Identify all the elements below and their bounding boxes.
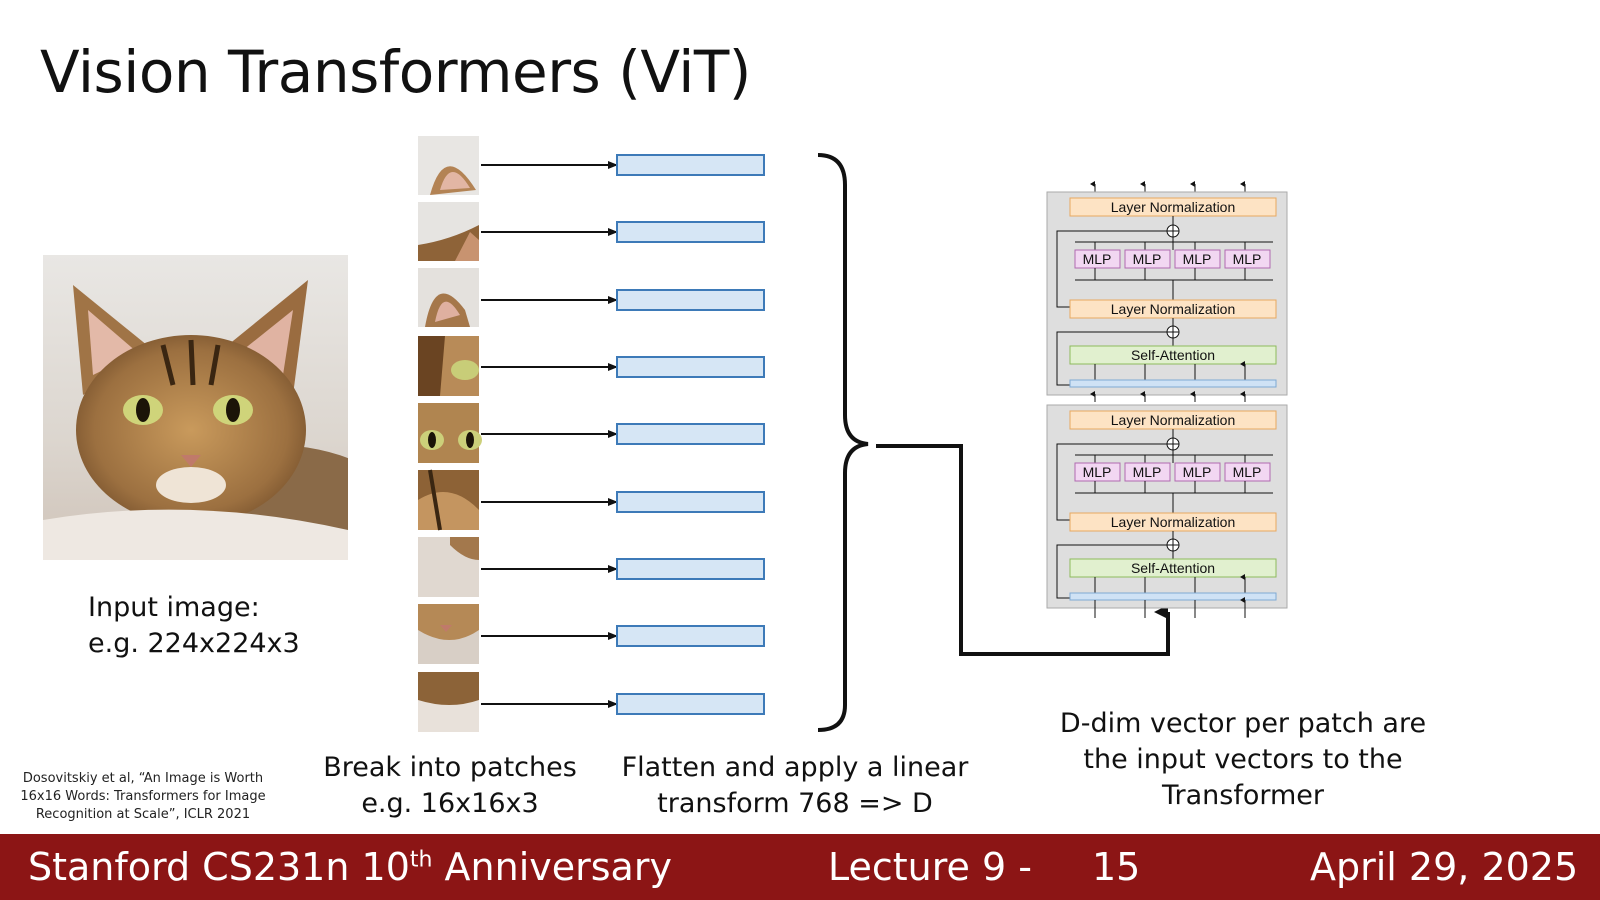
patch-vector-6 <box>616 491 765 513</box>
mlp-1-3 <box>1174 249 1221 269</box>
patch-4 <box>418 336 479 396</box>
patches-caption-line-1: Break into patches <box>323 752 577 783</box>
right-curly-brace-icon <box>817 153 869 732</box>
patch-8 <box>418 604 479 664</box>
footer-date: April 29, 2025 <box>1310 845 1579 889</box>
citation-line-1: Dosovitskiy et al, “An Image is Worth <box>22 771 264 786</box>
citation: Dosovitskiy et al, “An Image is Worth 16… <box>18 770 268 824</box>
mlp-2-1 <box>1074 462 1121 482</box>
encoder-block-2: Layer Normalization MLP MLP MLP MLP Laye… <box>1046 404 1288 618</box>
flatten-caption: Flatten and apply a linear transform 768… <box>615 750 975 822</box>
patch-vector-5 <box>616 423 765 445</box>
footer-course-prefix: Stanford CS231n 10 <box>28 845 410 889</box>
layer-norm-2a-label: Layer Normalization <box>1111 412 1236 428</box>
patch-vector-4 <box>616 356 765 378</box>
mlp-1-4-label: MLP <box>1233 251 1262 267</box>
input-vector-bar-1 <box>1069 379 1277 388</box>
slide-title: Vision Transformers (ViT) <box>40 38 751 106</box>
layer-norm-1a-label: Layer Normalization <box>1111 199 1236 215</box>
patch-vector-7 <box>616 558 765 580</box>
footer-course-sup: th <box>409 847 433 873</box>
footer-course-suffix: Anniversary <box>432 845 672 889</box>
layer-norm-2b-label: Layer Normalization <box>1111 514 1236 530</box>
output-arrows <box>1090 181 1246 192</box>
self-attention-1 <box>1069 345 1277 365</box>
mlp-1-2 <box>1124 249 1171 269</box>
dvec-caption-line-1: D-dim vector per patch are <box>1059 708 1427 739</box>
patch-5 <box>418 403 482 463</box>
mlp-1-1-label: MLP <box>1083 251 1112 267</box>
patches-caption-line-2: e.g. 16x16x3 <box>361 788 539 819</box>
transformer-encoder: Layer Normalization MLP MLP MLP MLP Laye… <box>1046 181 1288 618</box>
mlp-2-2-label: MLP <box>1133 464 1162 480</box>
footer-page-number: 15 <box>1092 845 1141 889</box>
encoder-block-1: Layer Normalization MLP MLP MLP MLP Laye… <box>1046 191 1288 396</box>
mlp-2-2 <box>1124 462 1171 482</box>
mlp-2-3-label: MLP <box>1183 464 1212 480</box>
flatten-caption-line-1: Flatten and apply a linear <box>621 752 969 783</box>
input-caption-line-1: Input image: <box>88 592 260 623</box>
self-attention-2 <box>1069 558 1277 578</box>
between-block-arrows <box>1090 391 1246 402</box>
mlp-2-3 <box>1174 462 1221 482</box>
patches-caption: Break into patches e.g. 16x16x3 <box>320 750 580 822</box>
mlp-1-4 <box>1224 249 1271 269</box>
patch-vector-2 <box>616 221 765 243</box>
mlp-1-1 <box>1074 249 1121 269</box>
input-cat-image <box>43 255 348 560</box>
citation-line-3: Recognition at Scale”, ICLR 2021 <box>35 807 251 822</box>
footer-course: Stanford CS231n 10th Anniversary <box>28 844 672 890</box>
footer-lecture: Lecture 9 - <box>828 845 1032 889</box>
footer-bar: Stanford CS231n 10th Anniversary Lecture… <box>0 834 1600 900</box>
mlp-2-4-label: MLP <box>1233 464 1262 480</box>
citation-line-2: 16x16 Words: Transformers for Image <box>20 789 266 804</box>
mlp-2-4 <box>1224 462 1271 482</box>
patch-vectors <box>616 154 765 715</box>
patch-3 <box>418 268 479 327</box>
patch-1 <box>418 136 479 195</box>
connector-arrow <box>876 444 1170 656</box>
mlp-2-1-label: MLP <box>1083 464 1112 480</box>
input-vector-bar-2 <box>1069 592 1277 601</box>
patch-vector-9 <box>616 693 765 715</box>
patch-vector-8 <box>616 625 765 647</box>
patch-9 <box>418 672 479 732</box>
input-image-caption: Input image: e.g. 224x224x3 <box>88 590 300 662</box>
self-attention-1-label: Self-Attention <box>1131 347 1215 363</box>
flatten-caption-line-2: transform 768 => D <box>657 788 933 819</box>
dvec-caption-line-2: the input vectors to the <box>1083 744 1403 775</box>
patch-arrows <box>481 161 618 708</box>
patch-6 <box>418 469 479 531</box>
patch-2 <box>418 202 479 261</box>
patch-vector-1 <box>616 154 765 176</box>
patch-thumbnails <box>418 136 482 732</box>
patch-vector-3 <box>616 289 765 311</box>
mlp-1-3-label: MLP <box>1183 251 1212 267</box>
dvec-caption: D-dim vector per patch are the input vec… <box>1048 706 1438 814</box>
input-caption-line-2: e.g. 224x224x3 <box>88 628 300 659</box>
mlp-1-2-label: MLP <box>1133 251 1162 267</box>
dvec-caption-line-3: Transformer <box>1161 780 1324 811</box>
layer-norm-1b-label: Layer Normalization <box>1111 301 1236 317</box>
self-attention-2-label: Self-Attention <box>1131 560 1215 576</box>
patch-7 <box>418 537 479 597</box>
